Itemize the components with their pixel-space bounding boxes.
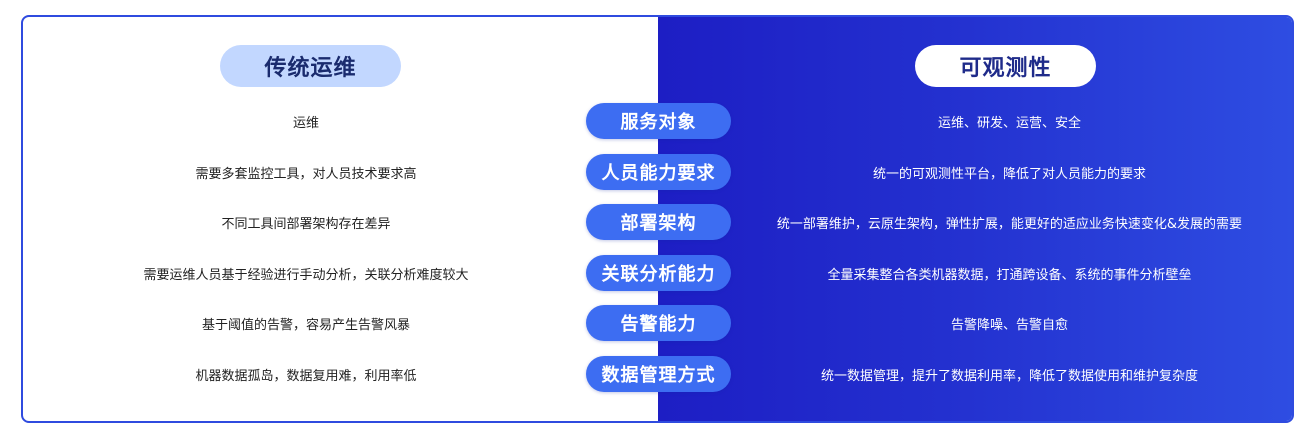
category-pill: 告警能力 — [586, 305, 731, 341]
observability-cell: 统一数据管理，提升了数据利用率，降低了数据使用和维护复杂度 — [820, 368, 1198, 384]
comparison-row-correlation: 需要运维人员基于经验进行手动分析，关联分析难度较大 关联分析能力 全量采集整合各… — [23, 254, 1292, 292]
traditional-cell: 不同工具间部署架构存在差异 — [221, 216, 391, 232]
traditional-cell: 运维 — [292, 115, 319, 131]
category-pill: 服务对象 — [586, 103, 731, 139]
traditional-cell: 需要运维人员基于经验进行手动分析，关联分析难度较大 — [143, 267, 469, 283]
traditional-cell: 基于阈值的告警，容易产生告警风暴 — [201, 317, 410, 333]
comparison-row-skill-requirement: 需要多套监控工具，对人员技术要求高 人员能力要求 统一的可观测性平台，降低了对人… — [23, 153, 1292, 191]
observability-cell: 全量采集整合各类机器数据，打通跨设备、系统的事件分析壁垒 — [827, 267, 1192, 283]
category-pill: 关联分析能力 — [586, 255, 731, 291]
traditional-cell: 机器数据孤岛，数据复用难，利用率低 — [195, 368, 417, 384]
traditional-ops-header: 传统运维 — [220, 45, 401, 87]
category-pill: 人员能力要求 — [586, 154, 731, 190]
category-pill: 数据管理方式 — [586, 356, 731, 392]
observability-header: 可观测性 — [915, 45, 1096, 87]
traditional-cell: 需要多套监控工具，对人员技术要求高 — [195, 166, 417, 182]
observability-cell: 统一的可观测性平台，降低了对人员能力的要求 — [872, 166, 1146, 182]
category-pill: 部署架构 — [586, 204, 731, 240]
comparison-card: 传统运维 可观测性 运维 服务对象 运维、研发、运营、安全 需要多套监控工具，对… — [21, 15, 1294, 423]
comparison-row-service-target: 运维 服务对象 运维、研发、运营、安全 — [23, 102, 1292, 140]
observability-cell: 运维、研发、运营、安全 — [937, 115, 1081, 131]
observability-cell: 告警降噪、告警自愈 — [950, 317, 1068, 333]
observability-cell: 统一部署维护，云原生架构，弹性扩展，能更好的适应业务快速变化&发展的需要 — [776, 216, 1243, 232]
comparison-row-data-management: 机器数据孤岛，数据复用难，利用率低 数据管理方式 统一数据管理，提升了数据利用率… — [23, 355, 1292, 393]
comparison-row-deployment: 不同工具间部署架构存在差异 部署架构 统一部署维护，云原生架构，弹性扩展，能更好… — [23, 203, 1292, 241]
comparison-row-alerting: 基于阈值的告警，容易产生告警风暴 告警能力 告警降噪、告警自愈 — [23, 304, 1292, 342]
